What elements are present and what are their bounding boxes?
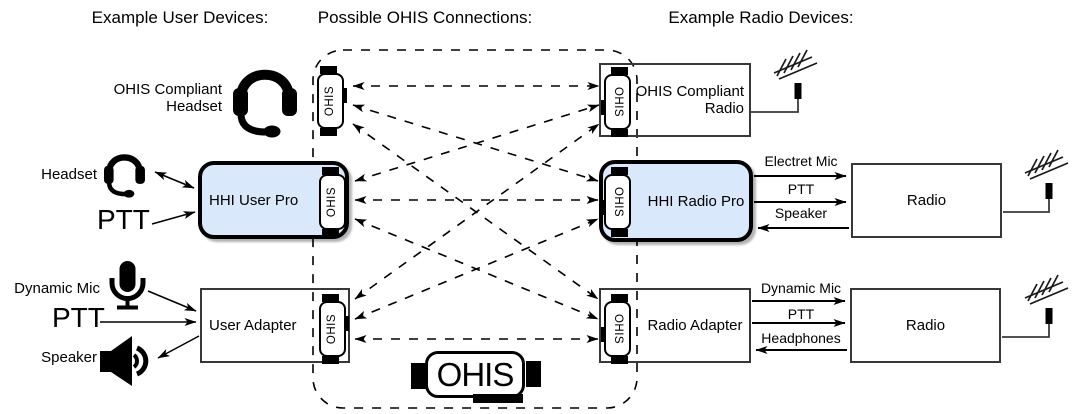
- possible-connection-lines: [352, 82, 600, 343]
- connector-tab: [611, 294, 628, 302]
- connector-latch: [342, 88, 347, 103]
- connector-body: OHIS: [319, 301, 346, 357]
- box-radio-top: Radio: [851, 163, 1002, 238]
- box-label-line: OHIS Compliant: [635, 83, 744, 100]
- connector-latch: [601, 327, 606, 342]
- connector-tab: [322, 294, 339, 302]
- connector-latch: [601, 100, 606, 115]
- connector-tab: [611, 356, 628, 364]
- speaker-icon: [100, 336, 149, 386]
- connector-label: OHIS: [611, 186, 624, 218]
- wire-label-headphones: Headphones: [761, 330, 841, 346]
- label-line: Headset: [166, 98, 222, 115]
- box-label: Radio Adapter: [647, 317, 743, 334]
- connector-label: OHIS: [326, 186, 339, 218]
- connector-label: OHIS: [324, 85, 337, 117]
- connector-body: OHIS: [319, 174, 346, 230]
- connector-tab: [322, 229, 339, 237]
- connector-label: OHIS: [611, 86, 624, 118]
- ohis-connector-icon-compliant-radio: OHIS: [601, 67, 634, 137]
- header-radio-devices: Example Radio Devices:: [668, 8, 854, 27]
- label-ohis-compliant-headset: OHIS Compliant Headset: [90, 81, 222, 115]
- ohis-connector-icon-radio-adapter: OHIS: [601, 294, 634, 364]
- connector-tab: [611, 167, 628, 175]
- connector-body: OHIS: [604, 74, 631, 130]
- connector-tab: [611, 229, 628, 237]
- ohis-logo: OHIS: [411, 349, 541, 404]
- ohis-connector-icon-user-pro: OHIS: [316, 167, 349, 237]
- box-label-line: Radio: [704, 100, 744, 117]
- ohis-logo-latch: [473, 394, 523, 403]
- connector-body: OHIS: [317, 73, 344, 129]
- header-connections: Possible OHIS Connections:: [317, 8, 533, 27]
- microphone-icon: [109, 261, 146, 310]
- connector-tab: [322, 356, 339, 364]
- label-speaker: Speaker: [41, 349, 97, 366]
- connector-tab: [611, 67, 628, 75]
- connector-latch: [344, 189, 349, 204]
- label-dynamic-mic: Dynamic Mic: [14, 280, 100, 297]
- wire-label-ptt-pro: PTT: [787, 181, 815, 197]
- connector-body: OHIS: [604, 301, 631, 357]
- header-user-devices: Example User Devices:: [91, 8, 269, 27]
- user-side-arrows: [100, 171, 200, 359]
- ohis-connector-icon-headset: OHIS: [314, 66, 347, 136]
- box-radio-bottom: Radio: [850, 288, 1001, 363]
- ohis-connector-icon-radio-pro: OHIS: [601, 167, 634, 237]
- antenna-icon: [1024, 274, 1069, 324]
- connector-tab: [320, 128, 337, 136]
- ohis-connector-icon-user-adapter: OHIS: [316, 294, 349, 364]
- box-label: HHI Radio Pro: [647, 192, 745, 210]
- box-label: Radio: [905, 317, 946, 334]
- connector-label: OHIS: [326, 313, 339, 345]
- wire-label-electret-mic: Electret Mic: [764, 153, 838, 169]
- connector-tab: [322, 167, 339, 175]
- label-ptt-user-adapter: PTT: [52, 302, 105, 333]
- label-ptt-user-pro: PTT: [97, 204, 150, 235]
- connector-latch: [344, 316, 349, 331]
- wire-label-ptt-adapter: PTT: [787, 306, 815, 322]
- box-radio-adapter: Radio Adapter: [599, 288, 751, 363]
- antenna-icon: [773, 49, 818, 99]
- ohis-logo-body: OHIS: [425, 351, 525, 398]
- headset-small-icon: [104, 154, 145, 198]
- ohis-logo-label: OHIS: [436, 355, 515, 393]
- box-label: HHI User Pro: [209, 191, 299, 209]
- radio-pro-wires: [754, 172, 849, 232]
- box-ohis-compliant-radio: OHIS Compliant Radio: [599, 63, 751, 137]
- connector-latch: [601, 200, 606, 215]
- connector-tab: [611, 129, 628, 137]
- antenna-icon: [1024, 149, 1069, 199]
- ohis-logo-tab: [526, 361, 541, 387]
- headset-icon: [233, 69, 297, 138]
- box-label: User Adapter: [209, 317, 297, 334]
- wire-label-dynamic-mic: Dynamic Mic: [760, 280, 842, 296]
- label-line: OHIS Compliant: [113, 81, 222, 98]
- box-label: Radio: [906, 192, 947, 209]
- connector-tab: [320, 66, 337, 74]
- box-user-adapter: User Adapter: [200, 288, 350, 363]
- radio-adapter-wires: [752, 297, 847, 354]
- label-headset: Headset: [41, 166, 97, 183]
- ohis-logo-tab: [411, 363, 426, 389]
- connector-body: OHIS: [604, 174, 631, 230]
- wire-label-speaker: Speaker: [774, 205, 828, 221]
- connector-label: OHIS: [611, 313, 624, 345]
